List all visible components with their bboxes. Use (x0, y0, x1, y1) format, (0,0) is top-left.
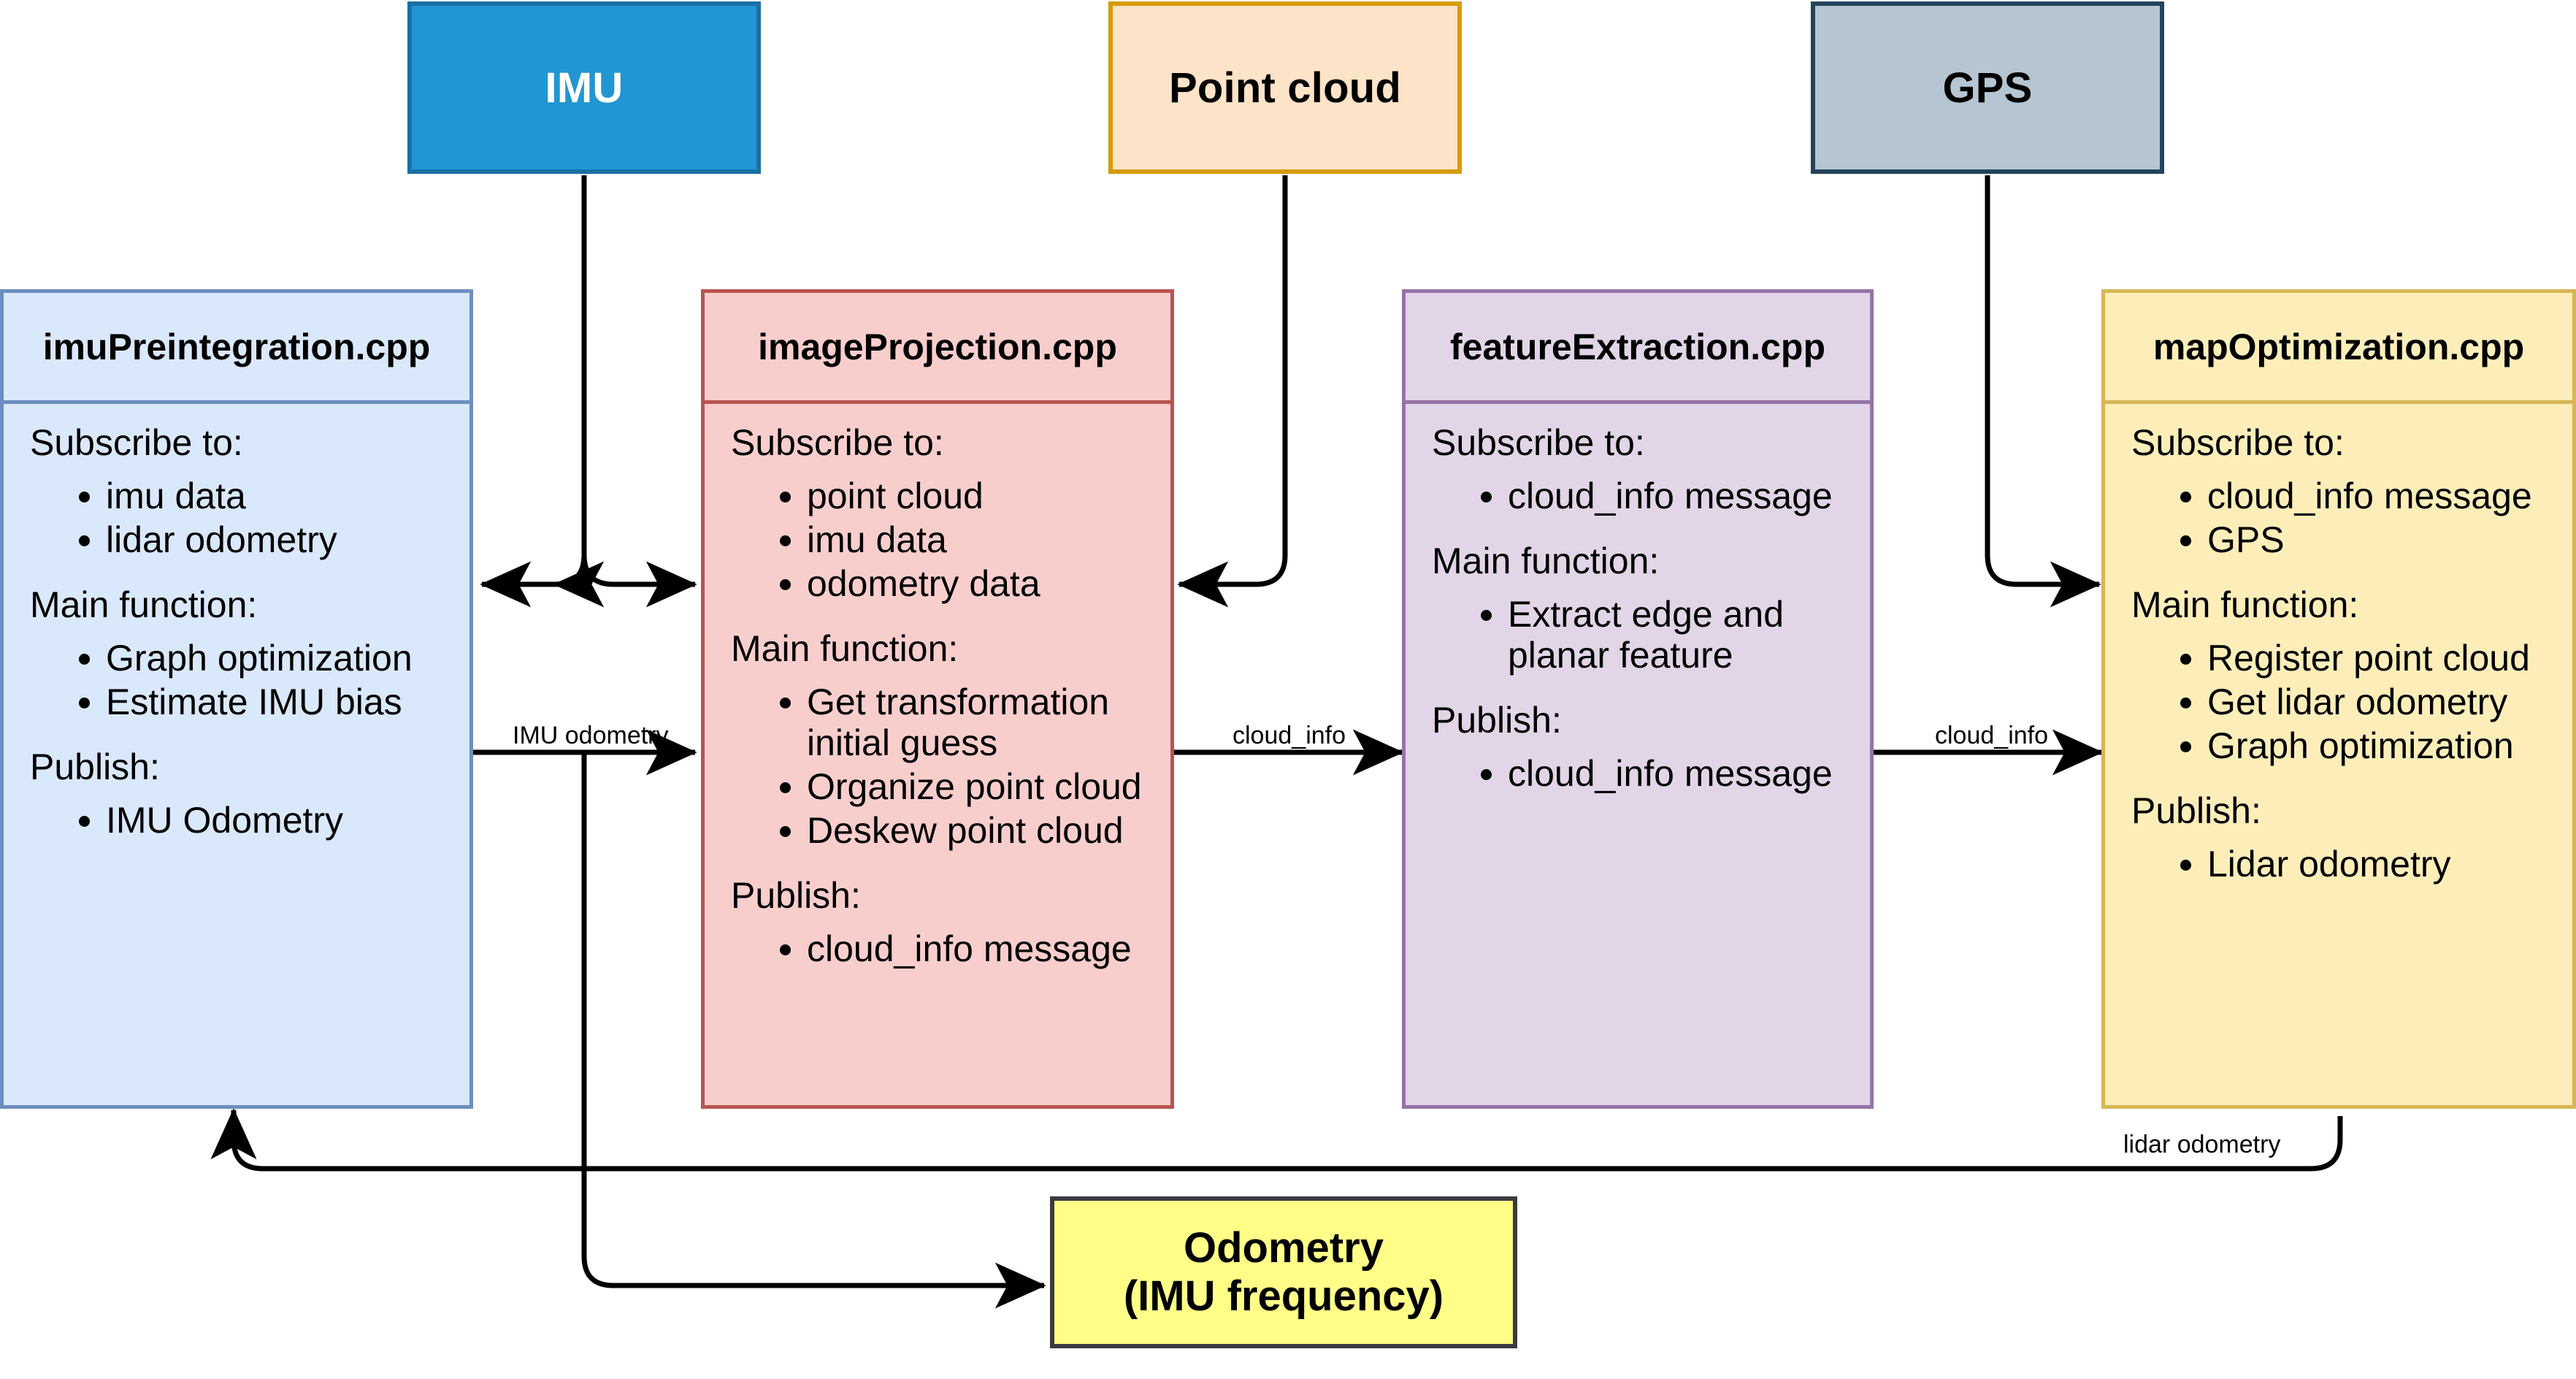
node-map-optimization[interactable]: mapOptimization.cpp Subscribe to: cloud_… (2101, 289, 2576, 1109)
node-body-image-projection: Subscribe to: point cloud imu data odome… (705, 404, 1170, 1105)
node-body-map-optimization: Subscribe to: cloud_info message GPS Mai… (2105, 404, 2572, 1105)
list-item: cloud_info message (1508, 475, 1870, 516)
list-item: Graph optimization (106, 638, 469, 679)
list-item: Extract edge and planar feature (1508, 594, 1870, 676)
section-list-main-function: Graph optimization Estimate IMU bias (30, 638, 469, 722)
section-heading-main-function: Main function: (2131, 584, 2359, 625)
section-heading-main-function: Main function: (1432, 540, 1660, 581)
node-title-imu-preintegration: imuPreintegration.cpp (4, 293, 469, 404)
list-item: Estimate IMU bias (106, 681, 469, 722)
section-list-main-function: Register point cloud Get lidar odometry … (2131, 638, 2572, 766)
node-image-projection[interactable]: imageProjection.cpp Subscribe to: point … (701, 289, 1174, 1109)
section-heading-main-function: Main function: (731, 628, 959, 669)
section-list-publish: cloud_info message (731, 928, 1170, 969)
list-item: cloud_info message (2207, 475, 2572, 516)
source-label-gps: GPS (1942, 64, 2033, 112)
edge-label-cloud-info-1: cloud_info (1233, 722, 1346, 749)
output-box-odometry[interactable]: Odometry (IMU frequency) (1050, 1196, 1517, 1348)
edge-imu-split (553, 175, 605, 608)
section-list-publish: Lidar odometry (2131, 844, 2572, 885)
edge-lidar-odometry (210, 1108, 2343, 1172)
node-imu-preintegration[interactable]: imuPreintegration.cpp Subscribe to: imu … (0, 289, 473, 1109)
node-title-map-optimization: mapOptimization.cpp (2105, 293, 2572, 404)
section-list-publish: cloud_info message (1432, 753, 1870, 794)
section-heading-subscribe: Subscribe to: (2131, 422, 2345, 463)
output-label-line2: (IMU frequency) (1123, 1272, 1444, 1320)
section-list-subscribe: cloud_info message (1432, 475, 1870, 516)
list-item: GPS (2207, 519, 2572, 560)
section-list-main-function: Extract edge and planar feature (1432, 594, 1870, 676)
section-list-subscribe: point cloud imu data odometry data (731, 475, 1170, 604)
edge-label-imu-odometry: IMU odometry (513, 722, 669, 749)
list-item: Organize point cloud (807, 766, 1170, 807)
section-heading-subscribe: Subscribe to: (731, 422, 944, 463)
list-item: IMU Odometry (106, 800, 469, 841)
list-item: Get lidar odometry (2207, 681, 2572, 722)
section-heading-publish: Publish: (2131, 790, 2261, 831)
node-title-image-projection: imageProjection.cpp (705, 293, 1170, 404)
list-item: Register point cloud (2207, 638, 2572, 679)
edge-imu-to-imageprojection (581, 554, 697, 608)
list-item: Lidar odometry (2207, 844, 2572, 885)
list-item: imu data (807, 519, 1170, 560)
edge-gps-to-mapoptimization (1985, 175, 2101, 608)
section-heading-publish: Publish: (731, 875, 861, 916)
list-item: odometry data (807, 563, 1170, 604)
source-box-gps[interactable]: GPS (1811, 1, 2164, 174)
list-item: lidar odometry (106, 519, 469, 560)
section-list-subscribe: cloud_info message GPS (2131, 475, 2572, 560)
edge-imu-to-preintegration (480, 175, 587, 608)
list-item: cloud_info message (807, 928, 1170, 969)
list-item: Get transformation initial guess (807, 681, 1170, 763)
section-heading-main-function: Main function: (30, 584, 258, 625)
section-heading-subscribe: Subscribe to: (30, 422, 243, 463)
edge-pointcloud-to-imageprojection (1177, 175, 1288, 608)
section-list-main-function: Get transformation initial guess Organiz… (731, 681, 1170, 851)
edge-label-cloud-info-2: cloud_info (1935, 722, 2049, 749)
list-item: cloud_info message (1508, 753, 1870, 794)
node-body-feature-extraction: Subscribe to: cloud_info message Main fu… (1406, 404, 1870, 1105)
section-list-publish: IMU Odometry (30, 800, 469, 841)
section-list-subscribe: imu data lidar odometry (30, 475, 469, 560)
list-item: Deskew point cloud (807, 810, 1170, 851)
list-item: imu data (106, 475, 469, 516)
section-heading-publish: Publish: (30, 746, 160, 787)
node-title-feature-extraction: featureExtraction.cpp (1406, 293, 1870, 404)
list-item: point cloud (807, 475, 1170, 516)
source-box-point-cloud[interactable]: Point cloud (1108, 1, 1462, 174)
source-box-imu[interactable]: IMU (407, 1, 761, 174)
source-label-point-cloud: Point cloud (1169, 64, 1401, 112)
list-item: Graph optimization (2207, 725, 2572, 766)
section-heading-subscribe: Subscribe to: (1432, 422, 1645, 463)
source-label-imu: IMU (545, 64, 624, 112)
node-body-imu-preintegration: Subscribe to: imu data lidar odometry Ma… (4, 404, 469, 1105)
section-heading-publish: Publish: (1432, 700, 1562, 741)
node-feature-extraction[interactable]: featureExtraction.cpp Subscribe to: clou… (1402, 289, 1874, 1109)
edge-label-lidar-odometry: lidar odometry (2123, 1131, 2281, 1158)
output-label-line1: Odometry (1184, 1223, 1384, 1272)
